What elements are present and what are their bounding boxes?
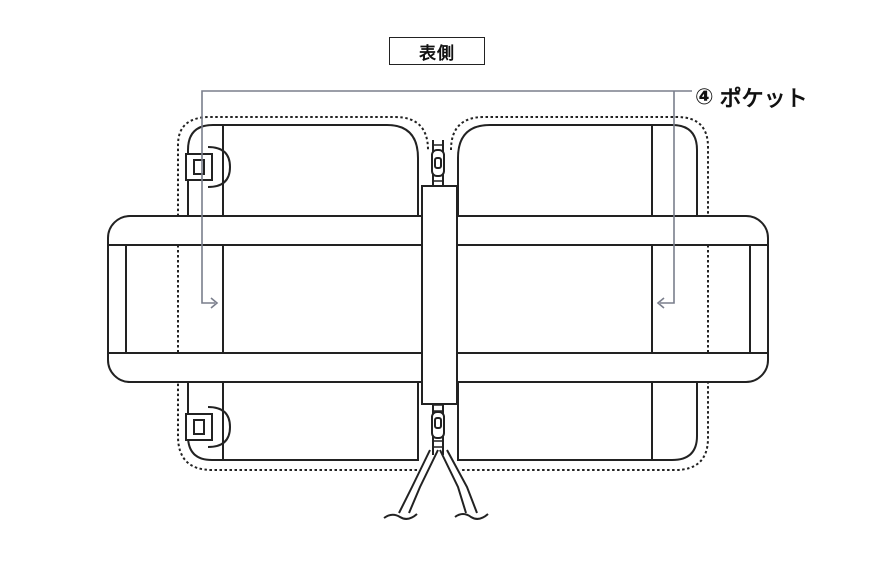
left-panel [187,124,419,461]
stitching-right [450,116,709,471]
d-ring-icon [185,146,232,188]
arrow-right-icon [210,297,219,309]
pocket-callout: ④ ポケット [695,81,808,113]
arrow-left-icon [656,297,665,309]
d-ring-icon [185,406,232,448]
stitching-left [177,116,429,471]
side-label: 表側 [389,37,485,65]
callout-leader [201,90,692,304]
right-panel [457,124,698,461]
center-strap [421,185,458,405]
zipper-pull-icon [431,411,445,439]
callout-label: ポケット [719,87,808,112]
side-label-text: 表側 [419,43,455,64]
zipper-pull-icon [431,149,445,177]
zipper-cords [383,449,489,520]
callout-number: ④ [695,84,714,110]
